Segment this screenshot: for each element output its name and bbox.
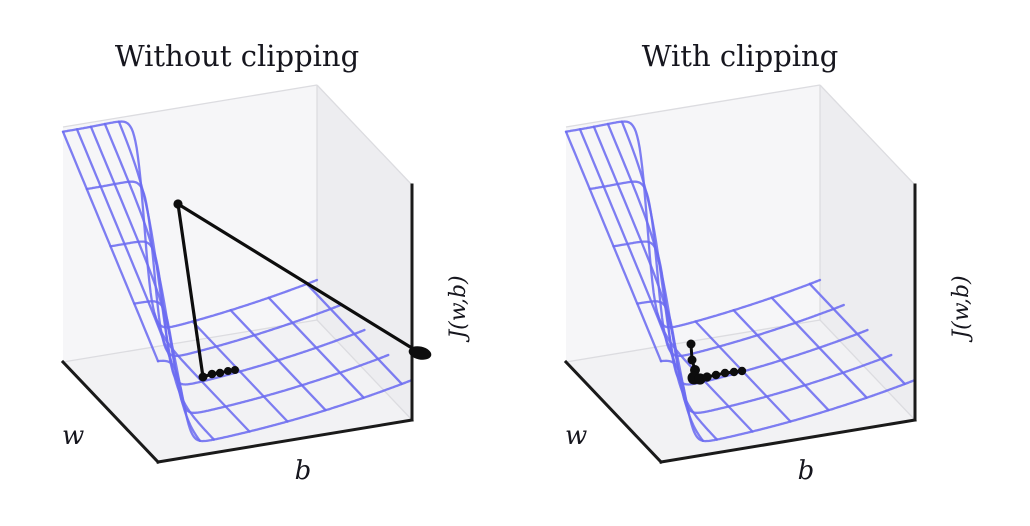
gradient-descent-trajectory <box>173 199 432 382</box>
panel-without-clipping: Without clipping w b J(w,b) <box>60 39 471 486</box>
b-axis-label: b <box>294 456 312 486</box>
gradient-descent-trajectory <box>686 339 747 385</box>
trajectory-dot <box>207 369 217 379</box>
surface-plot-with-clipping <box>563 84 917 465</box>
trajectory-dot <box>687 355 697 365</box>
axes-panes <box>566 85 915 462</box>
trajectory-dot <box>198 372 208 382</box>
axis-spines <box>60 183 414 465</box>
axis-spines <box>563 183 917 465</box>
trajectory-dot <box>720 368 730 378</box>
w-axis-label: w <box>62 421 85 451</box>
trajectory-dot <box>173 199 183 209</box>
trajectory-dot <box>224 367 232 375</box>
b-axis-label: b <box>797 456 815 486</box>
pane-edges <box>62 84 413 421</box>
catapulted-endpoint-blob <box>408 346 432 360</box>
panel-title-with-clipping: With clipping <box>641 39 839 73</box>
axes-panes <box>63 85 412 462</box>
trajectory-dot <box>231 366 239 374</box>
j-axis-label: J(w,b) <box>949 275 974 339</box>
panel-title-without-clipping: Without clipping <box>114 39 360 73</box>
trajectory-dot <box>686 339 696 349</box>
w-axis-label: w <box>565 421 588 451</box>
trajectory-dot <box>215 368 225 378</box>
j-axis-label: J(w,b) <box>446 275 471 339</box>
trajectory-dot <box>729 367 739 377</box>
trajectory-dot <box>702 372 712 382</box>
trajectory-dot <box>737 366 747 376</box>
cost-surface-wireframe <box>61 120 414 443</box>
surface-plot-without-clipping <box>60 84 432 465</box>
trajectory-dot <box>711 370 721 380</box>
panel-with-clipping: With clipping w b J(w,b) <box>503 0 1018 526</box>
